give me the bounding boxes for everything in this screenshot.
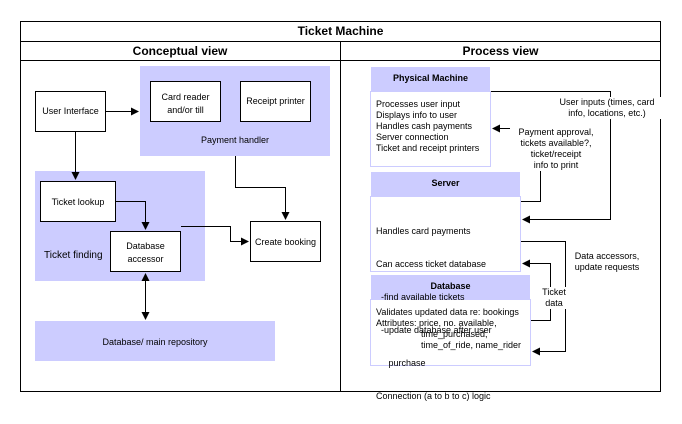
arrow-lookup-to-accessor xyxy=(116,201,150,230)
payment-approval-line-4: info to print xyxy=(533,160,579,170)
ticket-data-label: Ticket data xyxy=(536,287,572,309)
server-line-3: -find available tickets xyxy=(376,292,465,302)
physical-machine-body xyxy=(370,91,491,167)
create-booking-box xyxy=(250,221,321,262)
database-accessor-box xyxy=(110,231,181,272)
user-inputs-label: User inputs (times, card info, locations… xyxy=(552,97,662,119)
database-header xyxy=(370,274,531,300)
pm-line-2: Displays info to user xyxy=(376,110,458,120)
db-line-3: time_purchased, xyxy=(376,329,488,339)
database-title: Database xyxy=(430,281,471,291)
diagram-graphics xyxy=(20,21,661,392)
user-interface-label: User Interface xyxy=(42,106,99,116)
process-view-header: Process view xyxy=(462,44,539,58)
data-accessors-label: Data accessors, update requests xyxy=(568,251,646,273)
payment-approval-line-3: ticket/receipt xyxy=(530,149,582,159)
server-lines: Handles card payments Can access ticket … xyxy=(376,204,492,424)
receipt-printer-label: Receipt printer xyxy=(246,96,305,106)
data-accessors-line-2: update requests xyxy=(574,262,640,272)
payment-approval-line-2: tickets available?, xyxy=(520,138,592,148)
server-line-6: Connection (a to b to c) logic xyxy=(376,391,491,401)
pm-line-3: Handles cash payments xyxy=(376,121,473,131)
db-line-2: Attributes: price, no. available, xyxy=(376,318,497,328)
database-accessor-line-2: accessor xyxy=(127,254,164,264)
database-repo-label: Database/ main repository xyxy=(102,337,208,347)
ticket-lookup-label: Ticket lookup xyxy=(51,197,105,207)
create-booking-label: Create booking xyxy=(254,237,317,247)
ticket-data-line-1: Ticket xyxy=(542,287,566,297)
database-body xyxy=(370,299,531,366)
receipt-printer-box xyxy=(240,81,311,122)
server-line-4: -update database after user xyxy=(376,325,492,335)
database-accessor-label: Database accessor xyxy=(110,240,181,266)
diagram-title: Ticket Machine xyxy=(297,24,384,38)
card-reader-line-2: and/or till xyxy=(167,105,204,115)
user-interface-box xyxy=(35,91,106,132)
arrow-payment-to-booking xyxy=(235,156,290,220)
pm-line-4: Server connection xyxy=(376,132,449,142)
payment-handler-label: Payment handler xyxy=(200,135,270,145)
card-reader-box xyxy=(150,81,221,122)
database-repo-box xyxy=(35,321,275,361)
data-accessors-line-1: Data accessors, xyxy=(574,251,640,261)
payment-approval-line-1: Payment approval, xyxy=(518,127,594,137)
server-header xyxy=(370,171,521,197)
card-reader-label: Card reader and/or till xyxy=(150,91,221,117)
diagram-canvas: Ticket Machine Conceptual view Process v… xyxy=(20,21,662,401)
conceptual-view-header: Conceptual view xyxy=(132,44,228,58)
user-inputs-line-1: User inputs (times, card xyxy=(559,97,655,107)
pm-line-1: Processes user input xyxy=(376,99,461,109)
server-body xyxy=(370,196,521,272)
physical-machine-lines: Processes user input Displays info to us… xyxy=(376,99,479,154)
server-title: Server xyxy=(431,178,460,188)
server-line-2: Can access ticket database xyxy=(376,259,487,269)
db-line-4: time_of_ride, name_rider xyxy=(376,340,522,350)
ticket-data-line-2: data xyxy=(545,298,563,308)
server-line-1: Handles card payments xyxy=(376,226,471,236)
user-inputs-line-2: info, locations, etc.) xyxy=(568,108,646,118)
ticket-lookup-box xyxy=(40,181,116,222)
database-accessor-line-1: Database xyxy=(126,241,165,251)
server-line-5: purchase xyxy=(376,358,426,368)
arrow-user-inputs xyxy=(491,91,611,224)
database-lines: Validates updated data re: bookings Attr… xyxy=(376,307,521,351)
arrow-accessor-to-booking xyxy=(181,226,249,246)
physical-machine-title: Physical Machine xyxy=(392,73,469,83)
payment-approval-label: Payment approval, tickets available?, ti… xyxy=(510,127,602,171)
card-reader-line-1: Card reader xyxy=(161,92,210,102)
db-line-1: Validates updated data re: bookings xyxy=(376,307,519,317)
physical-machine-header xyxy=(370,66,491,92)
ticket-finding-label: Ticket finding xyxy=(44,250,103,261)
pm-line-5: Ticket and receipt printers xyxy=(376,143,480,153)
